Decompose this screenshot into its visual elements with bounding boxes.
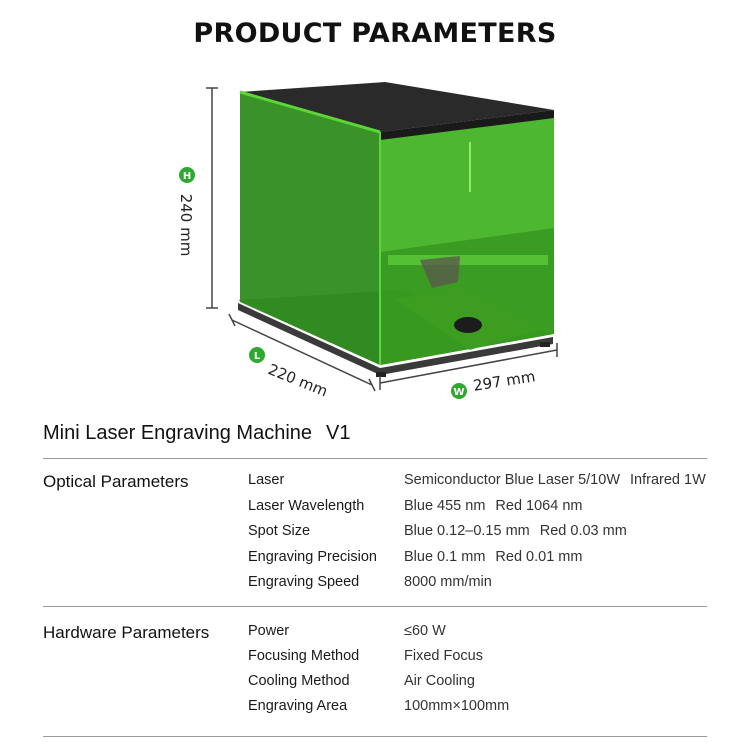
param-label: Engraving Area bbox=[248, 698, 348, 714]
product-name: Mini Laser Engraving Machine V1 bbox=[43, 422, 351, 445]
param-label: Cooling Method bbox=[248, 673, 350, 689]
laser-head bbox=[420, 256, 460, 288]
rotary-knob bbox=[454, 317, 482, 333]
width-badge bbox=[451, 383, 467, 399]
param-value-primary: Blue 455 nm bbox=[404, 498, 486, 514]
length-dimension-line bbox=[231, 319, 373, 386]
param-value: Blue 0.1 mm Red 0.01 mm bbox=[404, 549, 582, 565]
param-row-power: Power ≤60 W bbox=[248, 623, 718, 647]
section-title-hardware: Hardware Parameters bbox=[43, 623, 210, 642]
param-value-primary: Air Cooling bbox=[404, 673, 475, 689]
param-label: Engraving Precision bbox=[248, 549, 377, 565]
param-value-primary: 100mm×100mm bbox=[404, 698, 510, 714]
param-label: Focusing Method bbox=[248, 648, 360, 664]
acrylic-left-panel bbox=[240, 92, 380, 365]
param-label: Spot Size bbox=[248, 523, 311, 539]
param-row-cooling: Cooling Method Air Cooling bbox=[248, 673, 718, 697]
divider-bottom bbox=[43, 736, 707, 737]
param-value: Blue 0.12–0.15 mm Red 0.03 mm bbox=[404, 523, 627, 539]
param-value-primary: Blue 0.1 mm bbox=[404, 549, 486, 565]
param-value-secondary: Red 0.03 mm bbox=[539, 523, 627, 539]
param-value: Fixed Focus bbox=[404, 648, 483, 664]
param-label: Engraving Speed bbox=[248, 574, 360, 590]
laser-engraver-illustration: H 240 mm L 220 mm W 297 mm bbox=[177, 82, 558, 400]
gantry-bar bbox=[388, 255, 548, 265]
height-label: 240 mm bbox=[177, 194, 195, 257]
param-value-primary: ≤60 W bbox=[404, 623, 446, 639]
length-badge-letter: L bbox=[254, 351, 261, 362]
product-figure: H 240 mm L 220 mm W 297 mm bbox=[0, 60, 750, 410]
param-row-precision: Engraving Precision Blue 0.1 mm Red 0.01 … bbox=[248, 549, 718, 573]
product-model: V1 bbox=[326, 422, 351, 444]
param-row-laser: Laser Semiconductor Blue Laser 5/10W Infr… bbox=[248, 472, 718, 496]
param-row-area: Engraving Area 100mm×100mm bbox=[248, 698, 718, 722]
section-hardware: Hardware Parameters Power ≤60 W Focusing… bbox=[43, 623, 707, 733]
section-optical: Optical Parameters Laser Semiconductor B… bbox=[43, 472, 707, 602]
height-badge bbox=[179, 167, 195, 183]
param-row-focusing: Focusing Method Fixed Focus bbox=[248, 648, 718, 672]
param-label: Laser bbox=[248, 472, 285, 488]
lid-edge bbox=[239, 90, 381, 134]
product-name-text: Mini Laser Engraving Machine bbox=[43, 422, 313, 444]
param-value: ≤60 W bbox=[404, 623, 446, 639]
width-dimension-line bbox=[379, 349, 558, 384]
param-value: 8000 mm/min bbox=[404, 574, 502, 590]
length-tick-right bbox=[368, 378, 376, 392]
param-label: Power bbox=[248, 623, 290, 639]
width-label: 297 mm bbox=[472, 367, 537, 395]
divider-top bbox=[43, 458, 707, 459]
divider-middle bbox=[43, 606, 707, 607]
param-value-primary: Semiconductor Blue Laser 5/10W bbox=[404, 472, 620, 488]
param-value-secondary: Infrared 1W bbox=[630, 472, 706, 488]
base-plate bbox=[238, 303, 553, 375]
param-value-primary: Blue 0.12–0.15 mm bbox=[404, 523, 530, 539]
length-label: 220 mm bbox=[265, 360, 330, 400]
foot-right bbox=[540, 342, 550, 347]
param-value-secondary: Red 0.01 mm bbox=[495, 549, 583, 565]
param-value: 100mm×100mm bbox=[404, 698, 509, 714]
lid-front bbox=[380, 110, 554, 140]
section-title-optical: Optical Parameters bbox=[43, 472, 189, 491]
param-value: Blue 455 nm Red 1064 nm bbox=[404, 498, 582, 514]
param-value: Air Cooling bbox=[404, 673, 475, 689]
param-row-wavelength: Laser Wavelength Blue 455 nm Red 1064 nm bbox=[248, 498, 718, 522]
param-label: Laser Wavelength bbox=[248, 498, 365, 514]
param-value-secondary: Red 1064 nm bbox=[495, 498, 583, 514]
lid-top bbox=[240, 82, 554, 132]
param-value-primary: 8000 mm/min bbox=[404, 574, 492, 590]
width-badge-letter: W bbox=[453, 387, 464, 398]
page-title: PRODUCT PARAMETERS bbox=[193, 18, 557, 49]
param-value: Semiconductor Blue Laser 5/10W Infrared 1… bbox=[404, 472, 706, 488]
foot-left bbox=[376, 372, 386, 377]
param-value-primary: Fixed Focus bbox=[404, 648, 483, 664]
param-row-spot-size: Spot Size Blue 0.12–0.15 mm Red 0.03 mm bbox=[248, 523, 718, 547]
length-badge bbox=[249, 347, 265, 363]
length-tick-left bbox=[228, 313, 236, 327]
height-badge-letter: H bbox=[183, 171, 191, 182]
param-row-speed: Engraving Speed 8000 mm/min bbox=[248, 574, 718, 598]
